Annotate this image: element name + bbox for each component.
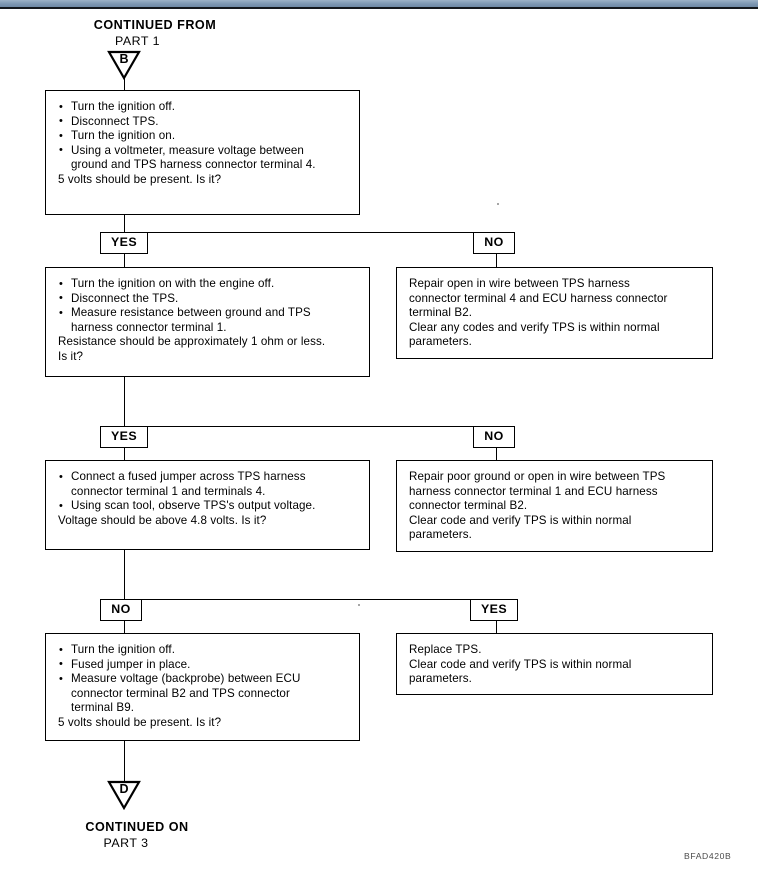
- step-4-bullet-3-cont-1: connector terminal B2 and TPS connector: [71, 686, 290, 700]
- outcome-1-box: Repair open in wire between TPS harness …: [396, 267, 713, 359]
- outcome-1-line-4: Clear any codes and verify TPS is within…: [409, 320, 660, 334]
- outcome-2-line-1: Repair poor ground or open in wire betwe…: [409, 470, 666, 483]
- line-branch2-horizontal: [124, 426, 497, 427]
- step-4-bullet-2: Fused jumper in place.: [58, 657, 349, 673]
- step-1-question: 5 volts should be present. Is it?: [58, 172, 222, 186]
- outcome-1-line-5: parameters.: [409, 335, 472, 349]
- outcome-3-line-1: Replace TPS.: [409, 643, 482, 656]
- line-yes3-to-outcome3: [496, 621, 497, 633]
- scan-speck: [358, 604, 360, 606]
- step-1-bullet-2: Disconnect TPS.: [58, 114, 349, 130]
- step-4-bullet-3: Measure voltage (backprobe) between ECU: [58, 672, 349, 687]
- step-4-bullet-3-cont-2: terminal B9.: [71, 701, 135, 715]
- branch3-no-label[interactable]: NO: [100, 599, 142, 621]
- step-2-box: Turn the ignition on with the engine off…: [45, 267, 370, 377]
- entry-connector-letter: B: [119, 52, 129, 66]
- line-yes2-to-step3: [124, 448, 125, 460]
- step-4-question: 5 volts should be present. Is it?: [58, 715, 222, 729]
- branch1-no-label[interactable]: NO: [473, 232, 515, 254]
- outcome-2-line-2: harness connector terminal 1 and ECU har…: [409, 484, 658, 498]
- outcome-1-line-3: terminal B2.: [409, 306, 473, 320]
- step-1-box: Turn the ignition off. Disconnect TPS. T…: [45, 90, 360, 215]
- line-b-to-step1: [124, 77, 125, 90]
- step-1-bullet-1: Turn the ignition off.: [58, 100, 349, 115]
- exit-connector-d: D: [106, 780, 142, 810]
- continued-on-heading: CONTINUED ON: [85, 820, 189, 834]
- outcome-1-line-1: Repair open in wire between TPS harness: [409, 277, 630, 290]
- line-step2-down: [124, 377, 125, 427]
- exit-connector-letter: D: [119, 782, 129, 796]
- continued-from-part: PART 1: [114, 34, 160, 48]
- step-1-bullet-3: Turn the ignition on.: [58, 129, 349, 144]
- line-branch1-horizontal: [124, 232, 497, 233]
- step-4-box: Turn the ignition off. Fused jumper in p…: [45, 633, 360, 741]
- line-yes1-to-step2: [124, 254, 125, 267]
- line-no2-to-outcome2: [496, 448, 497, 460]
- line-step4-to-d: [124, 741, 125, 781]
- outcome-2-line-5: parameters.: [409, 528, 472, 542]
- line-step1-down: [124, 215, 125, 233]
- outcome-2-box: Repair poor ground or open in wire betwe…: [396, 460, 713, 552]
- outcome-3-line-2: Clear code and verify TPS is within norm…: [409, 657, 632, 671]
- continued-on-part: PART 3: [103, 836, 149, 850]
- scan-speck: [497, 203, 499, 205]
- step-2-question: Resistance should be approximately 1 ohm…: [58, 335, 326, 349]
- step-4-bullet-1: Turn the ignition off.: [58, 643, 349, 658]
- outcome-1-line-2: connector terminal 4 and ECU harness con…: [409, 291, 668, 305]
- figure-code: BFAD420B: [684, 851, 732, 861]
- triangle-down-icon: [107, 50, 141, 80]
- branch2-yes-label[interactable]: YES: [100, 426, 148, 448]
- branch1-yes-label[interactable]: YES: [100, 232, 148, 254]
- outcome-2-line-3: connector terminal B2.: [409, 499, 528, 513]
- line-branch3-horizontal: [124, 599, 497, 600]
- step-2-bullet-3: Measure resistance between ground and TP…: [58, 306, 359, 321]
- triangle-down-icon: [107, 780, 141, 810]
- step-3-bullet-1-cont: connector terminal 1 and terminals 4.: [71, 484, 266, 498]
- outcome-3-box: Replace TPS. Clear code and verify TPS i…: [396, 633, 713, 695]
- line-step3-down: [124, 550, 125, 600]
- step-3-bullet-2: Using scan tool, observe TPS's output vo…: [58, 499, 359, 514]
- step-1-bullet-4-cont: ground and TPS harness connector termina…: [71, 158, 316, 172]
- step-1-bullet-4: Using a voltmeter, measure voltage betwe…: [58, 143, 349, 159]
- step-3-question: Voltage should be above 4.8 volts. Is it…: [58, 513, 267, 527]
- step-2-bullet-1: Turn the ignition on with the engine off…: [58, 277, 359, 292]
- step-3-bullet-1: Connect a fused jumper across TPS harnes…: [58, 470, 359, 485]
- entry-connector-b: B: [106, 50, 142, 80]
- step-2-bullet-2: Disconnect the TPS.: [58, 291, 359, 307]
- line-no3-to-step4: [124, 621, 125, 633]
- branch3-yes-label[interactable]: YES: [470, 599, 518, 621]
- step-2-question-cont: Is it?: [58, 349, 84, 363]
- window-titlebar: [0, 0, 758, 9]
- line-no1-to-outcome1: [496, 254, 497, 267]
- step-2-bullet-3-cont: harness connector terminal 1.: [71, 320, 227, 334]
- outcome-2-line-4: Clear code and verify TPS is within norm…: [409, 513, 632, 527]
- outcome-3-line-3: parameters.: [409, 672, 472, 686]
- continued-from-heading: CONTINUED FROM: [93, 18, 217, 32]
- branch2-no-label[interactable]: NO: [473, 426, 515, 448]
- step-3-box: Connect a fused jumper across TPS harnes…: [45, 460, 370, 550]
